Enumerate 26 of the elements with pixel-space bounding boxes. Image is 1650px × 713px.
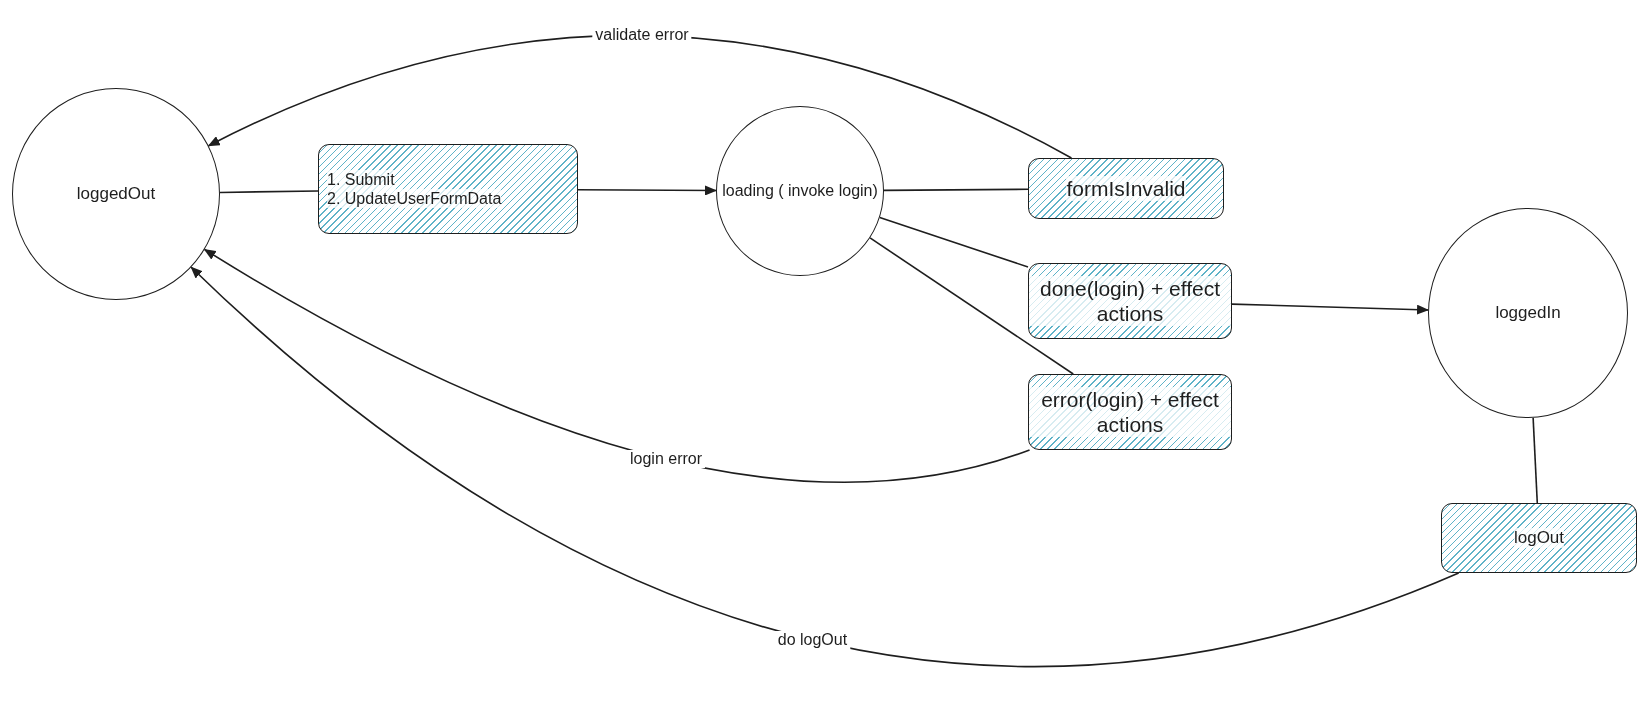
node-label: loading ( invoke login) [722,181,878,201]
arrow [203,248,1031,483]
arrow [1231,303,1430,315]
arrow [207,34,1073,159]
node-label: 1. Submit [327,169,395,189]
connector-line [869,237,1075,375]
arrow [577,185,717,196]
action-box [1441,503,1637,573]
connector-line [883,188,1029,192]
node-label: 2. UpdateUserFormData [327,189,502,209]
edge-label: login error [627,450,706,469]
connector-line [219,190,319,194]
edge-label: do logOut [774,631,851,650]
arrow [190,266,1460,668]
node-label: done(login) + effect actions [1029,275,1231,327]
node-label: loggedOut [76,183,156,205]
node-label: error(login) + effect actions [1029,386,1231,438]
connector-line [1532,417,1539,504]
node-label: formIsInvalid [1066,175,1186,202]
action-box [1028,374,1232,450]
action-box [1028,263,1232,339]
action-box [318,144,578,234]
action-box [1028,158,1224,219]
node-label: logOut [1513,527,1565,549]
node-label: loggedIn [1495,302,1561,324]
connector-line [879,216,1029,268]
